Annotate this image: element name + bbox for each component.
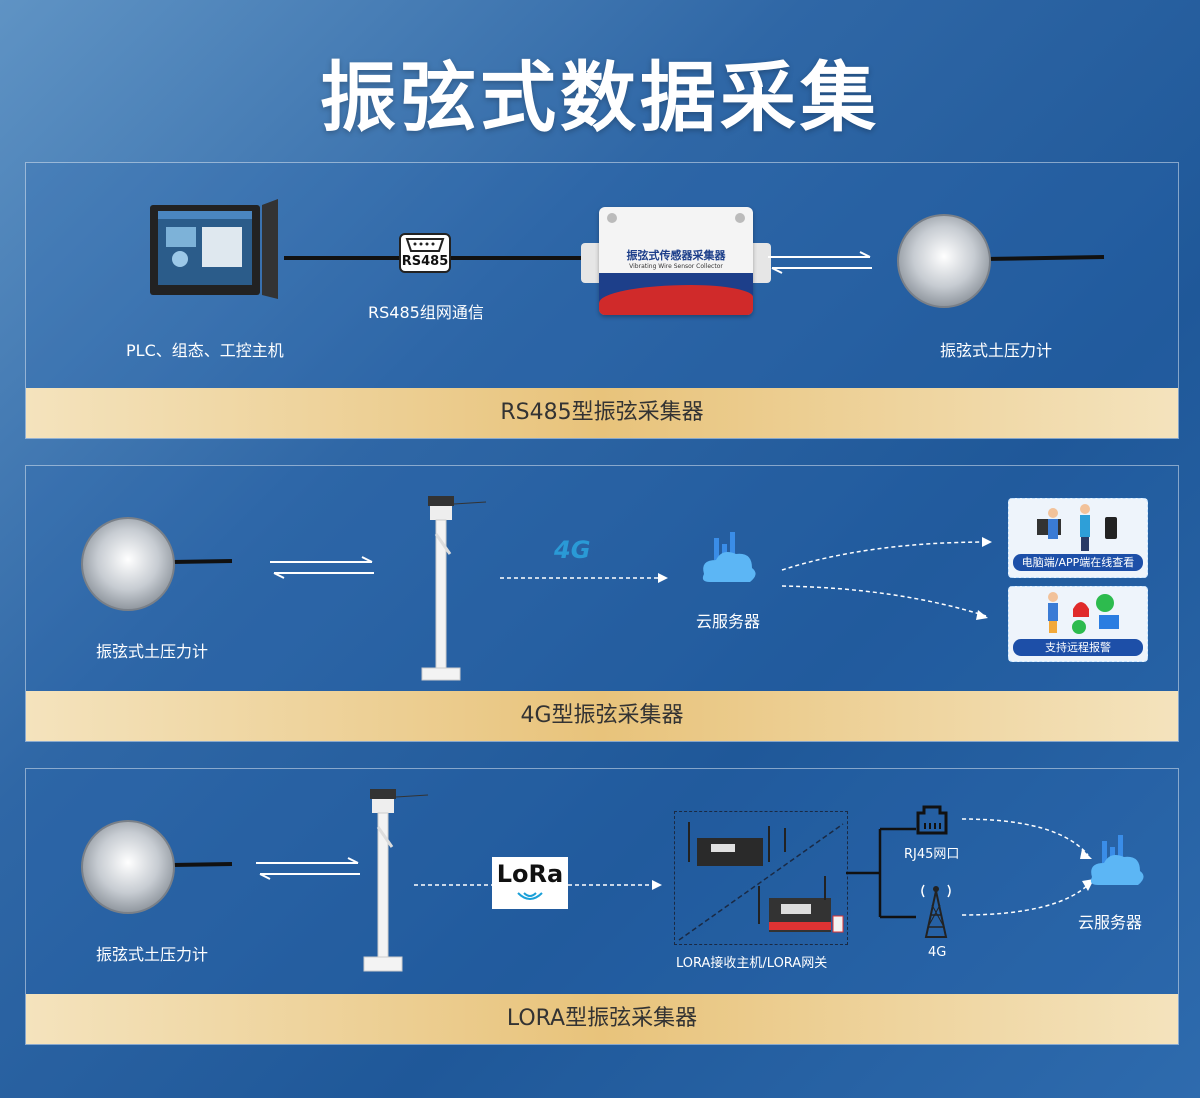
cloud-label: 云服务器: [696, 612, 761, 631]
collector-box-icon: 振弦式传感器采集器 Vibrating Wire Sensor Collecto…: [581, 207, 771, 315]
host-label: PLC、组态、工控主机: [126, 341, 284, 360]
cloud-server-icon: [702, 532, 756, 582]
rj45-label: RJ45网口: [904, 847, 960, 862]
lora-badge-text: LoRa: [496, 860, 564, 888]
exchange-arrows: [270, 556, 374, 579]
panel-lora: 振弦式土压力计 LoRa: [25, 768, 1179, 1045]
panel-footer: RS485型振弦采集器: [26, 388, 1178, 438]
lora-badge: LoRa: [492, 857, 568, 909]
cloud-label: 云服务器: [1078, 913, 1143, 932]
solar-pole-icon: [363, 789, 429, 972]
people-devices-icon: [1037, 504, 1117, 551]
label-4g: 4G: [928, 945, 947, 960]
panel-footer: 4G型振弦采集器: [26, 691, 1178, 741]
panel-4g: 振弦式土压力计 4G 云服务器: [25, 465, 1179, 742]
panel-footer: LORA型振弦采集器: [26, 994, 1178, 1044]
sensor-label: 振弦式土压力计: [96, 642, 209, 661]
collector-subtitle: Vibrating Wire Sensor Collector: [629, 263, 723, 270]
badge-4g: 4G: [554, 536, 591, 564]
gateway-icon: [678, 822, 844, 941]
dashed-arrow-4g: [500, 573, 668, 583]
sensor-label: 振弦式土压力计: [940, 341, 1053, 360]
cloud-server-icon: [1090, 835, 1144, 885]
serial-port-icon: [405, 238, 445, 252]
collector-title: 振弦式传感器采集器: [626, 249, 726, 262]
rs485-badge: RS485: [399, 233, 451, 273]
exchange-arrows: [256, 857, 360, 880]
curved-arrows: [961, 818, 1094, 916]
view-label: 电脑端/APP端在线查看: [1013, 554, 1143, 571]
alarm-icons: [1048, 592, 1119, 634]
branch-lines: [846, 827, 916, 919]
sensor-label: 振弦式土压力计: [96, 945, 209, 964]
solar-pole-icon: [421, 496, 487, 681]
signal-waves-icon: [517, 892, 543, 900]
pressure-sensor-icon: [897, 214, 1105, 308]
gateway-label: LORA接收主机/LORA网关: [676, 956, 828, 971]
page-title: 振弦式数据采集: [320, 53, 880, 142]
pressure-sensor-icon: [81, 820, 233, 914]
view-box: 电脑端/APP端在线查看: [1008, 498, 1148, 578]
rs485-badge-text: RS485: [401, 254, 449, 269]
exchange-arrows: [768, 251, 872, 274]
pressure-sensor-icon: [81, 517, 233, 611]
comm-label: RS485组网通信: [368, 303, 484, 322]
alarm-label: 支持远程报警: [1013, 639, 1143, 656]
gateway-box: [674, 811, 848, 945]
curved-arrows: [781, 537, 992, 620]
rj45-icon: [916, 805, 948, 835]
panel-rs485: PLC、组态、工控主机 RS485 RS485组网通信 振弦式传感器采集器 Vi…: [25, 162, 1179, 439]
touch-panel-icon: [150, 199, 278, 299]
antenna-tower-icon: [921, 884, 951, 938]
alarm-box: 支持远程报警: [1008, 586, 1148, 662]
